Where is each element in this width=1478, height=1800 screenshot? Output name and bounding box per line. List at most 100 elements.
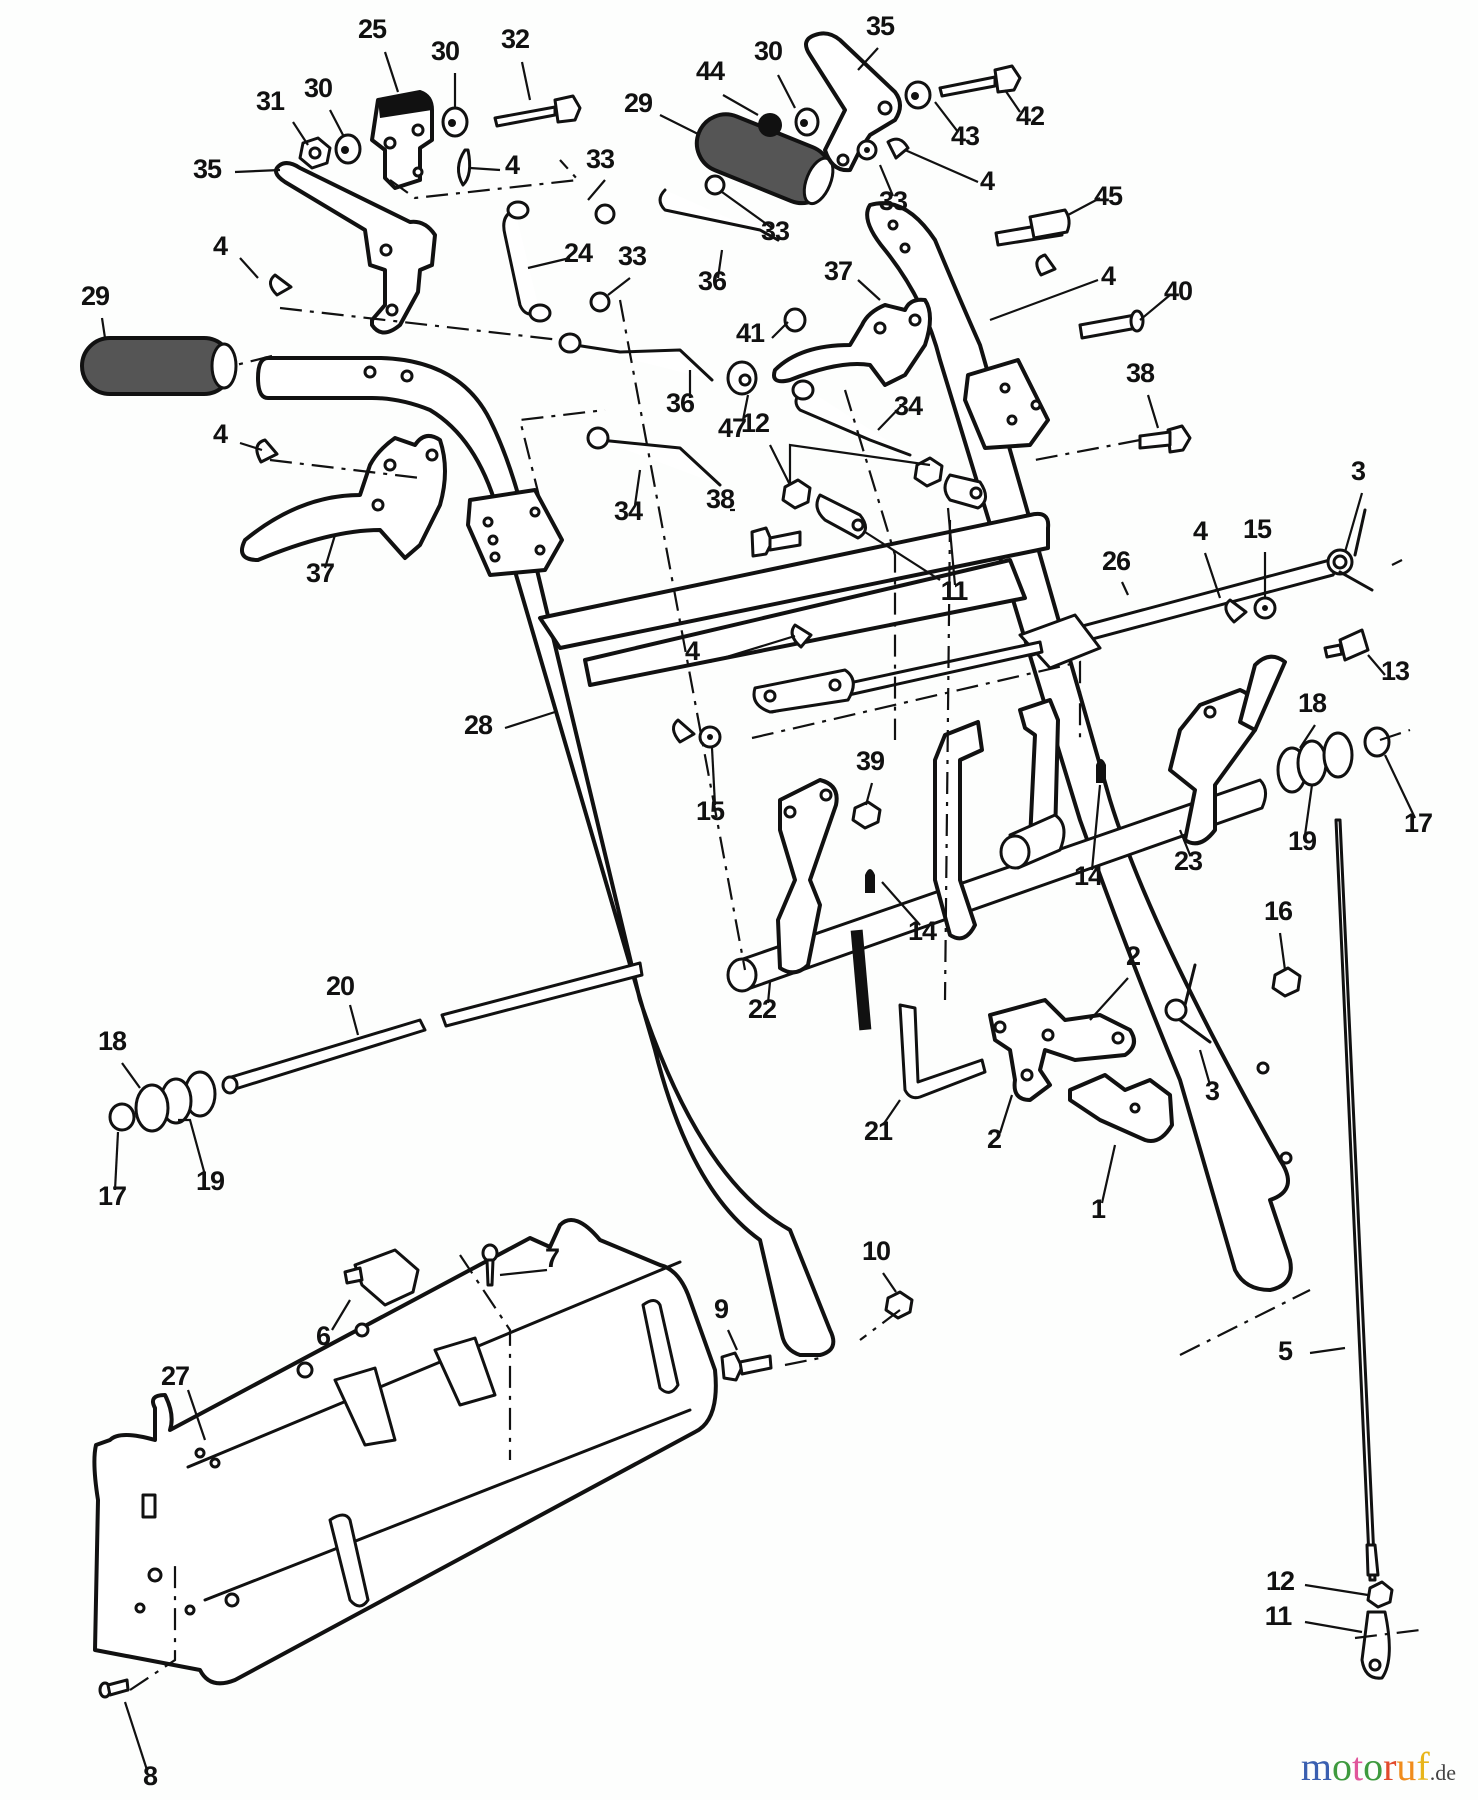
leader-line <box>1367 654 1386 676</box>
callout-28: 28 <box>464 710 556 740</box>
callout-14: 14 <box>881 881 938 946</box>
leader-line <box>499 1268 548 1277</box>
callout-25: 25 <box>358 14 400 93</box>
block-1 <box>1068 1073 1174 1143</box>
part-number-label: 11 <box>941 576 969 606</box>
part-number-label: 28 <box>464 710 493 740</box>
rod-end-11-a <box>815 493 867 540</box>
leader-line <box>726 1329 739 1351</box>
leader-line <box>113 1131 120 1191</box>
leader-line <box>857 47 879 71</box>
leader-line <box>234 168 281 174</box>
washers-left <box>108 1070 217 1133</box>
callout-17: 17 <box>1384 754 1433 838</box>
threaded-rod-5 <box>1334 818 1394 1680</box>
callout-29: 29 <box>81 281 111 339</box>
leader-line <box>323 534 337 569</box>
washers-right <box>1276 726 1391 794</box>
callout-12: 12 <box>1266 1566 1369 1597</box>
callout-42: 42 <box>1004 89 1045 131</box>
washer-33-a <box>856 139 878 161</box>
callout-38: 38 <box>1126 358 1160 429</box>
part-number-label: 31 <box>256 86 285 116</box>
handle-tube <box>256 201 1293 1357</box>
leader-line <box>716 249 724 279</box>
part-number-label: 18 <box>98 1026 127 1056</box>
callout-19: 19 <box>1288 784 1318 856</box>
callout-7: 7 <box>499 1243 560 1277</box>
leader-line <box>469 166 501 172</box>
switch-6 <box>343 1248 420 1307</box>
hair-pin-4-c <box>1035 253 1057 277</box>
nut-13 <box>1323 628 1370 662</box>
leader-line <box>771 321 789 339</box>
callout-18: 18 <box>98 1026 141 1089</box>
lever-37-right <box>772 297 932 387</box>
callout-11: 11 <box>864 531 969 606</box>
rod-36-upper <box>658 188 780 242</box>
callout-13: 13 <box>1367 654 1411 686</box>
part-number-label: 11 <box>1265 1601 1293 1631</box>
part-number-label: 43 <box>951 121 980 151</box>
lever-37-left <box>240 434 447 562</box>
part-number-label: 25 <box>358 14 387 44</box>
part-number-label: 6 <box>316 1321 331 1351</box>
leader-line <box>777 74 796 109</box>
watermark-letter: o <box>1331 1744 1352 1789</box>
callout-4: 4 <box>213 419 263 452</box>
shaft-23 <box>738 778 1267 992</box>
leader-line <box>1139 294 1171 321</box>
leader-line <box>292 121 309 146</box>
part-number-label: 16 <box>1264 896 1293 926</box>
part-number-label: 23 <box>1174 846 1203 876</box>
part-number-label: 2 <box>1126 941 1140 971</box>
spring-3-lower <box>1164 963 1212 1044</box>
callout-4: 4 <box>685 634 796 666</box>
leader-line <box>239 257 259 279</box>
nut-10 <box>884 1290 914 1320</box>
rod-24 <box>502 208 542 316</box>
part-number-label: 19 <box>1288 826 1317 856</box>
callout-18: 18 <box>1298 688 1328 749</box>
grip-left <box>80 336 234 396</box>
leader-line <box>878 164 895 197</box>
part-number-label: 4 <box>213 231 228 261</box>
callout-8: 8 <box>123 1701 159 1791</box>
leader-line <box>659 114 701 136</box>
callout-36: 36 <box>698 249 728 296</box>
leader-line <box>934 101 959 133</box>
bolt-32 <box>493 94 582 128</box>
callout-17: 17 <box>98 1131 127 1211</box>
leader-line <box>1089 977 1129 1021</box>
leader-line <box>186 1389 207 1441</box>
part-number-label: 3 <box>1351 456 1366 486</box>
leader-line <box>882 1272 897 1293</box>
part-number-label: 24 <box>564 238 593 268</box>
part-number-label: 37 <box>306 558 334 588</box>
part-number-label: 36 <box>666 388 695 418</box>
part-number-label: 18 <box>1298 688 1327 718</box>
leader-line <box>348 1004 360 1036</box>
part-number-label: 17 <box>1404 808 1432 838</box>
watermark-letter: u <box>1396 1744 1417 1789</box>
leader-line <box>1278 932 1287 971</box>
leader-line <box>741 394 750 421</box>
callout-24: 24 <box>527 238 594 270</box>
leader-line <box>709 634 796 664</box>
leader-line <box>239 441 263 452</box>
part-number-label: 38 <box>1126 358 1155 388</box>
part-number-label: 4 <box>980 166 995 196</box>
leader-line <box>857 279 881 301</box>
callout-16: 16 <box>1264 896 1294 971</box>
callout-6: 6 <box>316 1299 351 1351</box>
callout-38: 38 <box>706 484 736 514</box>
bolt-38-right <box>1138 424 1192 454</box>
watermark-logo: motoruf.de <box>1301 1743 1456 1790</box>
leader-line <box>1304 1620 1363 1634</box>
callout-4: 4 <box>213 231 259 279</box>
watermark-letter: t <box>1351 1744 1364 1789</box>
callout-35: 35 <box>857 11 896 71</box>
bushing-41 <box>783 307 807 333</box>
leader-line <box>769 443 931 486</box>
